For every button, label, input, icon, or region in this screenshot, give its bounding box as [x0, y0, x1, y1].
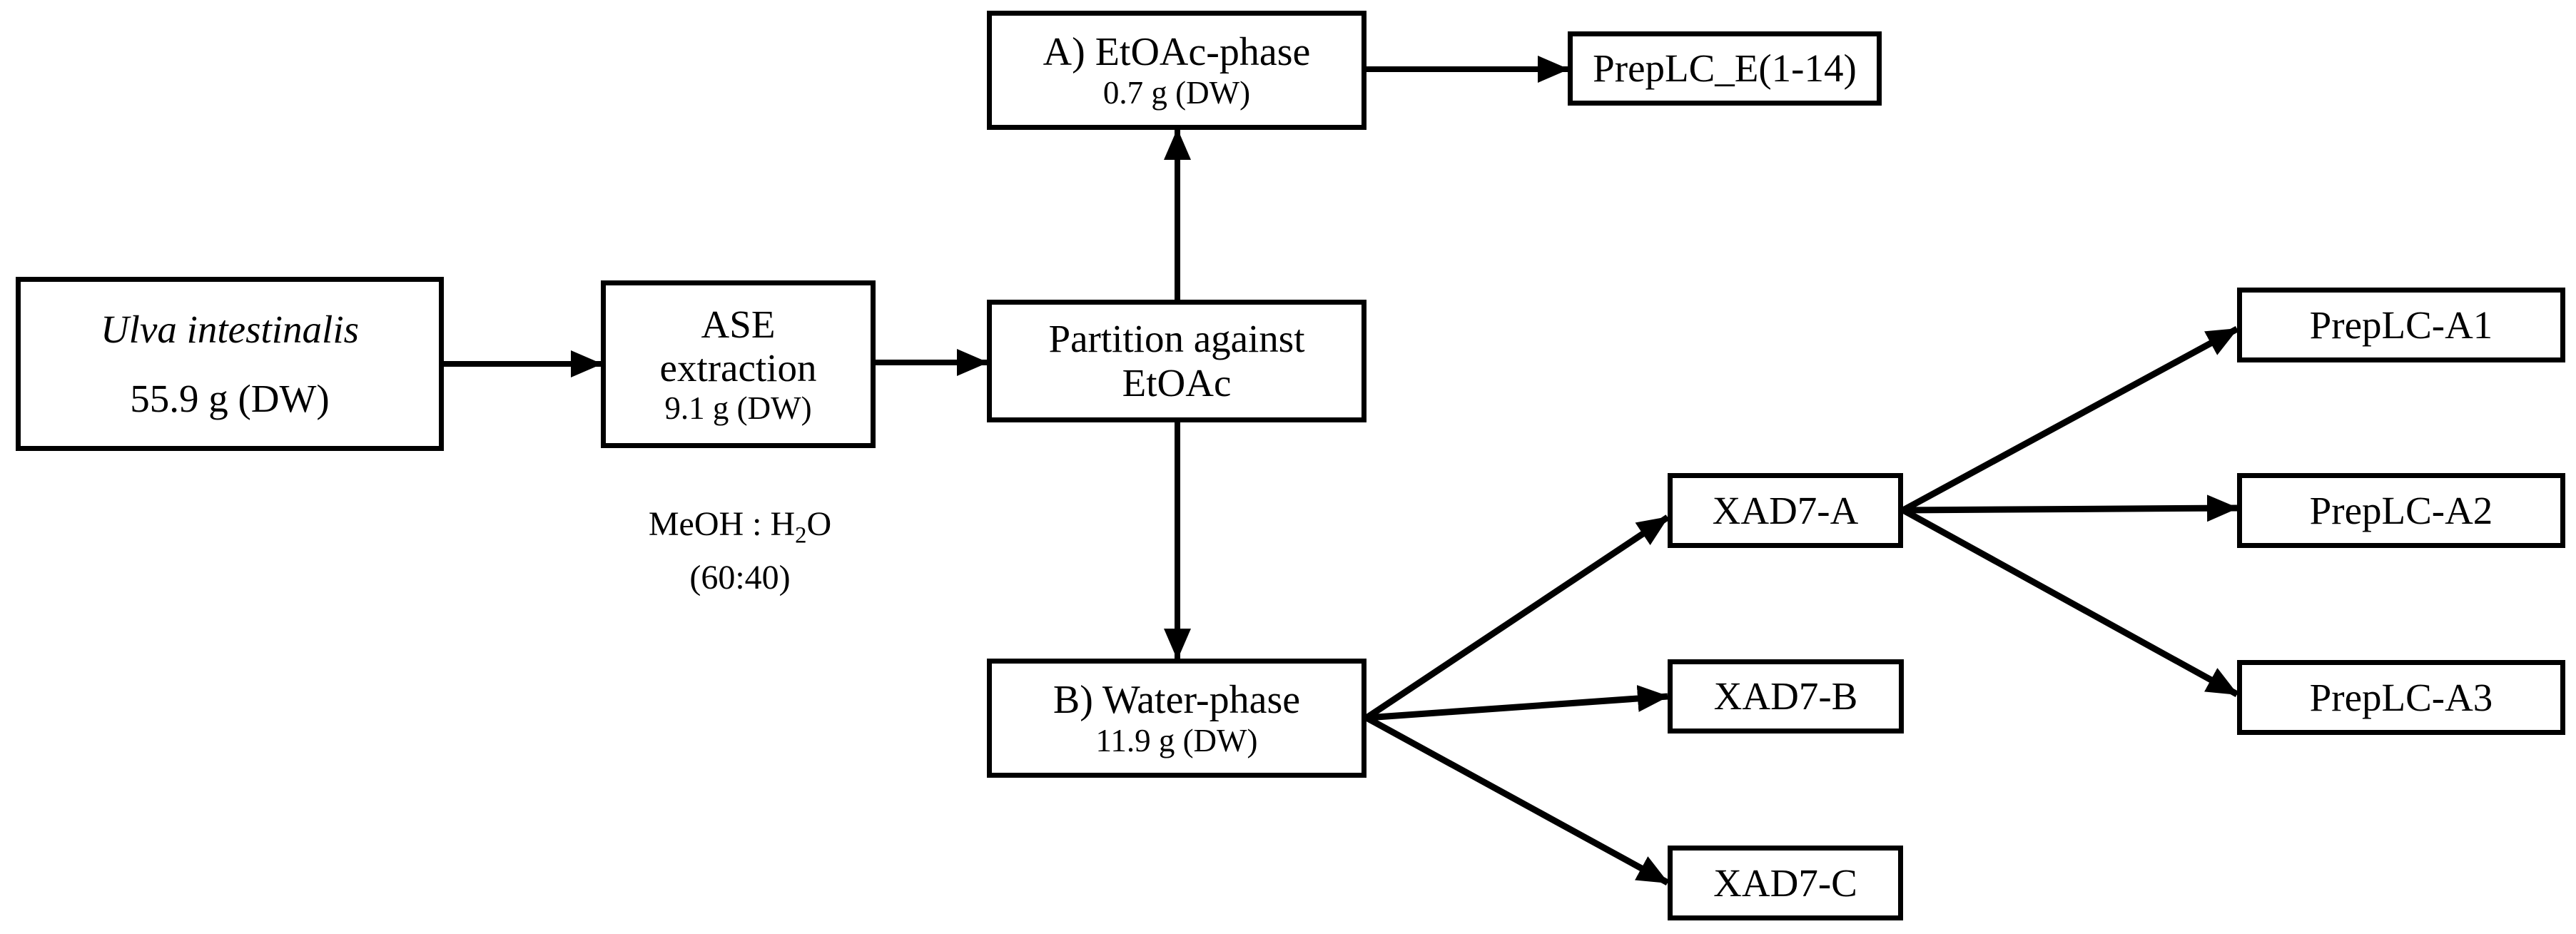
preplc-e-label: PrepLC_E(1-14)	[1593, 46, 1857, 91]
xad7-b-box: XAD7-B	[1668, 659, 1904, 734]
xad7-a-label: XAD7-A	[1712, 488, 1859, 532]
xad7-a-box: XAD7-A	[1668, 473, 1903, 548]
ase-weight: 9.1 g (DW)	[664, 390, 812, 426]
ase-extraction-box: ASE extraction 9.1 g (DW)	[601, 280, 876, 448]
xad7-c-label: XAD7-C	[1713, 861, 1857, 905]
water-phase-box: B) Water-phase 11.9 g (DW)	[987, 659, 1366, 778]
arrow-xad7-a-to-preplc-a2	[1902, 494, 2238, 522]
preplc-a1-label: PrepLC-A1	[2309, 303, 2493, 347]
xad7-b-label: XAD7-B	[1713, 674, 1858, 719]
arrow-xad7-a-to-preplc-a1	[1901, 326, 2239, 513]
solvent-formula: MeOH : H2O	[587, 499, 893, 553]
partition-line1: Partition against	[1048, 317, 1305, 361]
ase-line1: ASE	[701, 302, 776, 346]
etoac-phase-title: A) EtOAc-phase	[1043, 29, 1311, 74]
water-phase-title: B) Water-phase	[1053, 677, 1301, 722]
etoac-phase-weight: 0.7 g (DW)	[1102, 74, 1251, 111]
xad7-c-box: XAD7-C	[1668, 846, 1903, 920]
solvent-ratio: (60:40)	[689, 558, 791, 597]
etoac-phase-box: A) EtOAc-phase 0.7 g (DW)	[987, 11, 1366, 130]
preplc-a2-label: PrepLC-A2	[2309, 488, 2493, 532]
solvent-formula-subscript: 2	[795, 522, 807, 549]
ulva-title: Ulva intestinalis	[100, 307, 360, 351]
water-phase-weight: 11.9 g (DW)	[1095, 722, 1258, 758]
preplc-a2-box: PrepLC-A2	[2237, 473, 2565, 548]
ulva-weight: 55.9 g (DW)	[130, 376, 330, 420]
partition-line2: EtOAc	[1122, 361, 1232, 405]
arrow-water-phase-to-xad7-c	[1364, 715, 1670, 885]
ase-line2: extraction	[659, 346, 817, 390]
solvent-formula-suffix: O	[806, 505, 832, 543]
partition-box: Partition against EtOAc	[987, 300, 1366, 422]
arrow-water-phase-to-xad7-b	[1366, 685, 1669, 721]
preplc-a3-label: PrepLC-A3	[2309, 675, 2493, 719]
preplc-a3-box: PrepLC-A3	[2237, 660, 2565, 735]
arrow-water-phase-to-xad7-a	[1364, 514, 1670, 721]
preplc-e-box: PrepLC_E(1-14)	[1568, 31, 1882, 106]
solvent-note: MeOH : H2O (60:40)	[587, 499, 893, 603]
ulva-box: Ulva intestinalis 55.9 g (DW)	[16, 277, 444, 451]
preplc-a1-box: PrepLC-A1	[2237, 288, 2565, 362]
arrow-xad7-a-to-preplc-a3	[1901, 507, 2239, 697]
solvent-formula-prefix: MeOH : H	[648, 505, 796, 543]
